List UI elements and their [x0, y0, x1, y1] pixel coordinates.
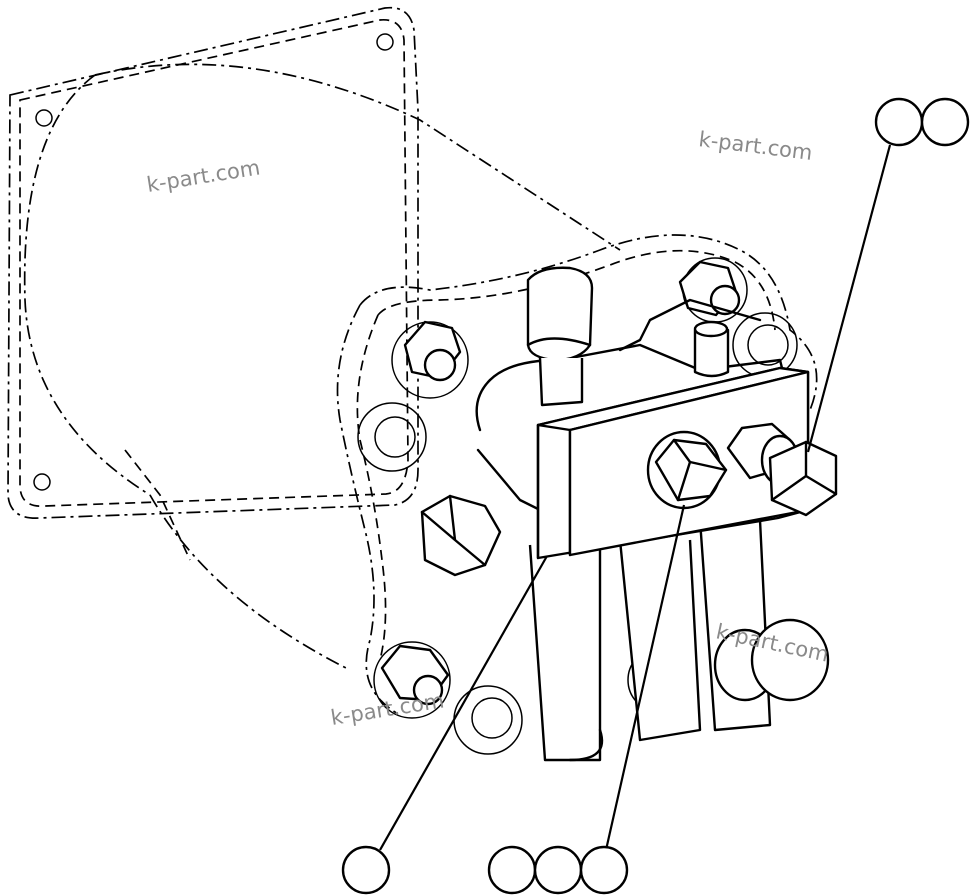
- callout-balloon: [533, 845, 583, 895]
- valve-body: [475, 298, 792, 762]
- block-hex-bolt: [646, 430, 728, 510]
- callout-group-top-right: [874, 97, 970, 147]
- hex-nut-center: [420, 494, 502, 577]
- callout-balloon: [579, 845, 629, 895]
- top-pin: [526, 266, 594, 407]
- motor-housing: [7, 6, 621, 671]
- small-pin: [693, 320, 730, 378]
- hex-bolt-lower-left: [373, 641, 451, 719]
- callout-balloon: [874, 97, 924, 147]
- watermark-text: k-part.com: [145, 155, 262, 197]
- bottom-right-knob: [713, 618, 830, 702]
- callout-group-bottom-center: [487, 845, 629, 895]
- washer-left: [357, 402, 427, 472]
- callout-group-bottom-left: [341, 845, 391, 895]
- right-fitting: [726, 422, 838, 517]
- flange-bolts: [357, 257, 798, 755]
- watermark-text: k-part.com: [697, 127, 813, 165]
- hex-bolt-upper-left: [391, 320, 469, 399]
- leader-lines: [379, 144, 892, 851]
- callout-balloon: [487, 845, 537, 895]
- callout-balloon: [920, 97, 970, 147]
- watermark-text: k-part.com: [329, 688, 446, 730]
- callout-balloon: [341, 845, 391, 895]
